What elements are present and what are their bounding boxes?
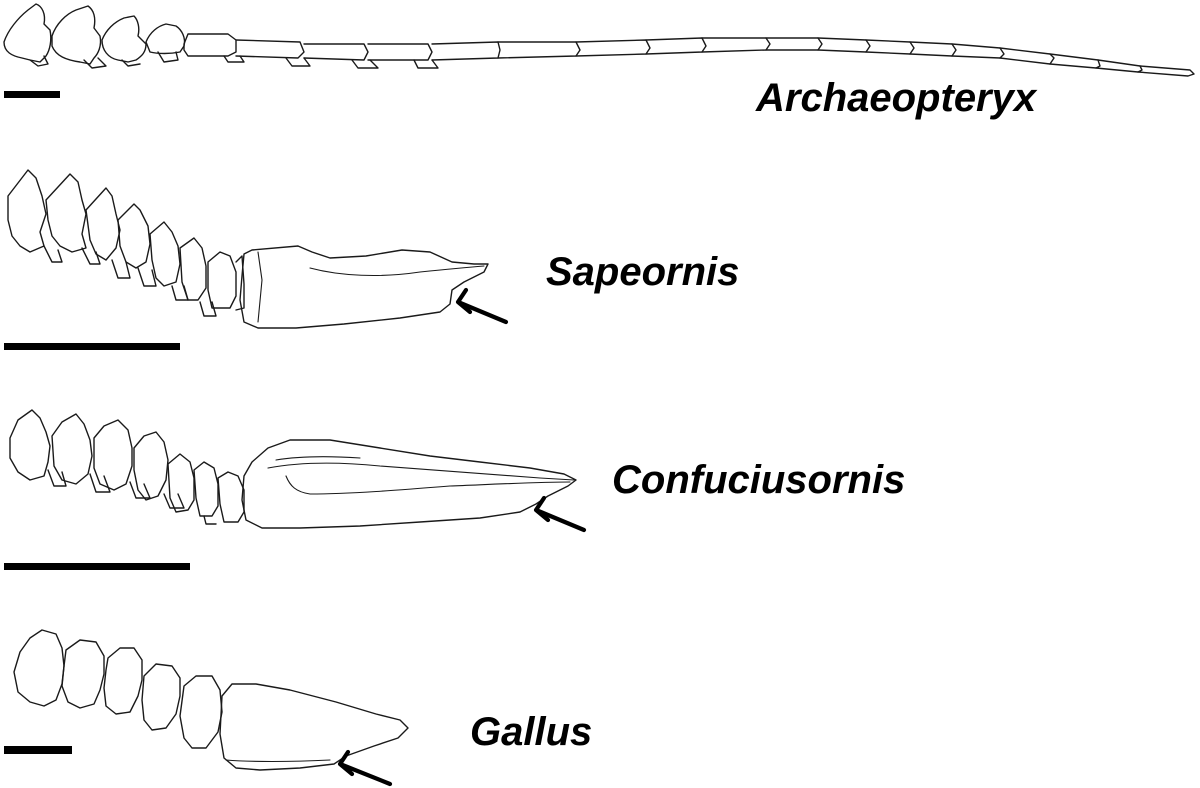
sapeornis-scale-bar — [4, 343, 180, 350]
confuciusornis-pygostyle-arrow — [533, 495, 587, 533]
confuciusornis-tail-drawing — [9, 409, 577, 529]
taxon-label-gallus: Gallus — [470, 710, 593, 754]
gallus-pygostyle-arrow — [337, 749, 393, 787]
archaeopteryx-tail-drawing — [3, 3, 1195, 77]
sapeornis-tail-drawing — [7, 169, 489, 329]
gallus-scale-bar — [4, 746, 72, 754]
taxon-label-confuciusornis: Confuciusornis — [612, 458, 906, 502]
gallus-tail-drawing — [13, 629, 409, 771]
taxon-label-archaeopteryx: Archaeopteryx — [756, 76, 1037, 120]
taxon-label-sapeornis: Sapeornis — [546, 250, 740, 294]
confuciusornis-scale-bar — [4, 563, 190, 570]
archaeopteryx-scale-bar — [4, 91, 60, 98]
sapeornis-pygostyle-arrow — [455, 287, 509, 325]
